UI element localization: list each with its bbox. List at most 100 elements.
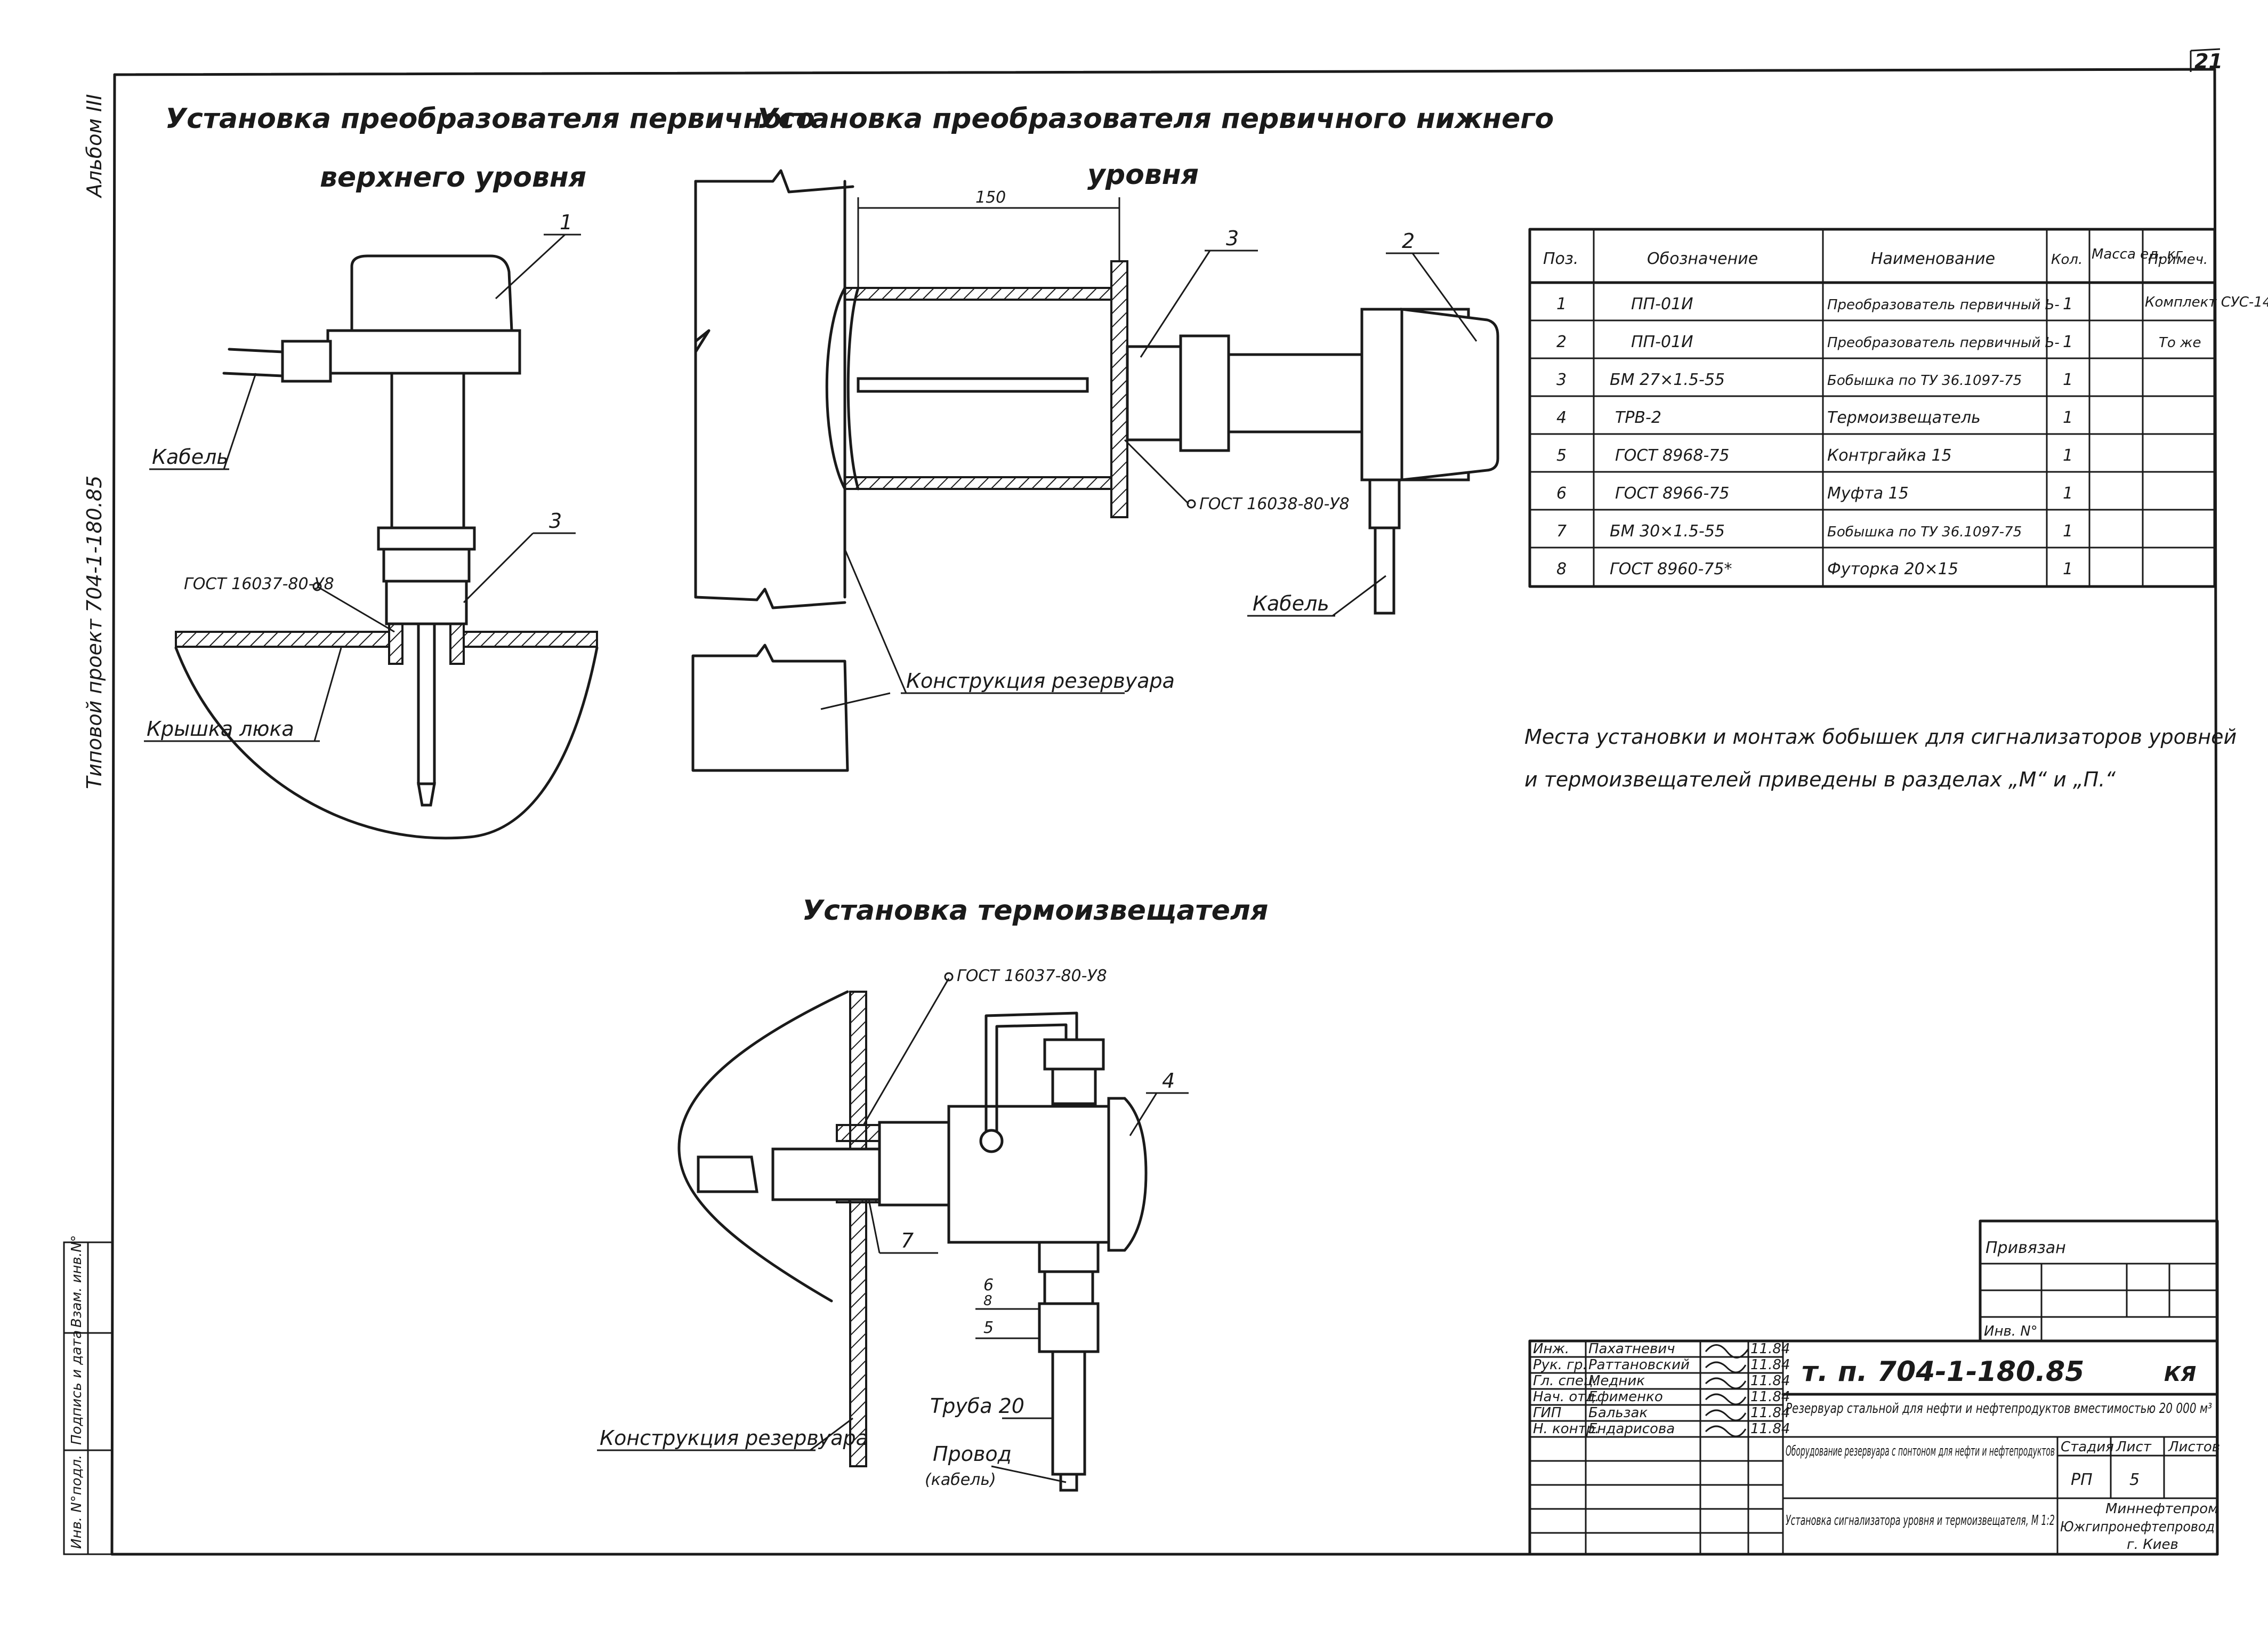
tb-sheet-label: Лист	[2116, 1439, 2152, 1455]
lower-tank-label: Конструкция резервуара	[906, 669, 1175, 693]
spec-row-4-pos: 4	[1556, 408, 1567, 427]
spec-row-3-pos: 3	[1556, 371, 1567, 389]
spec-row-7-designation: БМ 30×1.5-55	[1610, 522, 1725, 541]
spec-header-pos: Поз.	[1543, 250, 1578, 268]
spec-row-3-name: Бобышка по ТУ 36.1097-75	[1827, 373, 2022, 389]
spec-row-7-pos: 7	[1556, 522, 1567, 541]
spec-row-1-note: Комплект СУС-14И	[2145, 294, 2268, 310]
tb-city: г. Киев	[2127, 1537, 2178, 1553]
thermo-callout-4: 4	[1162, 1069, 1175, 1092]
tb-date-4: 11.84	[1750, 1389, 1790, 1405]
thermo-gost-label: ГОСТ 16037-80-У8	[957, 967, 1107, 985]
spec-header-designation: Обозначение	[1647, 250, 1758, 268]
upper-view-title-line1: Установка преобразователя первичного	[165, 103, 815, 135]
thermo-callout-8: 8	[983, 1293, 992, 1309]
spec-row-5-designation: ГОСТ 8968-75	[1615, 446, 1729, 465]
tb-sheets-label: Листов	[2168, 1439, 2220, 1455]
spec-row-5-pos: 5	[1556, 446, 1567, 465]
thermo-view-title: Установка термоизвещателя	[802, 895, 1268, 927]
note-line-1: Места установки и монтаж бобышек для сиг…	[1524, 725, 2237, 749]
spec-row-8-pos: 8	[1556, 560, 1567, 579]
upper-cable-label: Кабель	[152, 445, 229, 469]
tb-name-3: Медник	[1588, 1373, 1645, 1389]
stamp-replaced-inv: Взам. инв.N°	[69, 1235, 85, 1328]
album-label: Альбом III	[83, 94, 106, 199]
tb-date-3: 11.84	[1750, 1373, 1790, 1389]
tb-role-2: Рук. гр.	[1533, 1357, 1587, 1373]
spec-row-5-qty: 1	[2063, 446, 2073, 465]
tb-date-5: 11.84	[1750, 1405, 1790, 1421]
upper-gost-label: ГОСТ 16037-80-У8	[184, 575, 334, 593]
thermo-callout-7: 7	[901, 1229, 914, 1252]
title-block-privyazan: Привязан	[1985, 1239, 2066, 1257]
lower-cable-label: Кабель	[1253, 592, 1329, 615]
spec-row-2-note: То же	[2159, 335, 2201, 351]
tb-ministry: Миннефтепром	[2105, 1501, 2218, 1517]
lower-view-title-line1: Установка преобразователя первичного ниж…	[757, 103, 1554, 135]
tb-code: КЯ	[2164, 1362, 2196, 1386]
spec-row-6-pos: 6	[1556, 484, 1567, 503]
title-block: Привязан Инв. N° Инж. Рук. гр. Гл. спец.…	[1528, 1219, 2220, 1556]
upper-callout-1: 1	[560, 211, 572, 234]
spec-row-2-pos: 2	[1556, 333, 1567, 351]
view-thermal-detector: Установка термоизвещателя ГОСТ 16037-80-…	[597, 895, 1268, 1492]
lower-dimension-150: 150	[975, 188, 1006, 207]
tb-object: Резервуар стальной для нефти и нефтепрод…	[1786, 1401, 2212, 1417]
specification-table: Поз. Обозначение Наименование Кол. Масса…	[1528, 228, 2268, 588]
tb-date-1: 11.84	[1750, 1341, 1790, 1357]
title-block-inv-no: Инв. N°	[1984, 1323, 2038, 1339]
spec-row-4-designation: ТРВ-2	[1615, 408, 1661, 427]
spec-row-3-designation: БМ 27×1.5-55	[1610, 371, 1725, 389]
tb-name-1: Пахатневич	[1588, 1341, 1675, 1357]
tb-name-6: Ендарисова	[1588, 1421, 1675, 1437]
spec-row-3-qty: 1	[2063, 371, 2073, 389]
tb-sheet-title: Установка сигнализатора уровня и термоиз…	[1786, 1513, 2055, 1529]
upper-transducer-housing	[350, 254, 513, 332]
upper-view-title-line2: верхнего уровня	[320, 162, 586, 194]
spec-row-7-name: Бобышка по ТУ 36.1097-75	[1827, 524, 2022, 540]
thermo-wire-label: Провод	[933, 1442, 1012, 1466]
left-stamp: Инв. N°подл. Подпись и дата Взам. инв.N°	[63, 1235, 113, 1555]
spec-row-6-name: Муфта 15	[1827, 484, 1909, 503]
tb-name-5: Бальзак	[1588, 1405, 1648, 1421]
tb-stage: РП	[2071, 1471, 2093, 1489]
lower-view-title-line2: уровня	[1087, 159, 1199, 191]
tb-org: Южгипронефтепровод	[2060, 1519, 2215, 1535]
stamp-signature-date: Подпись и дата	[69, 1330, 85, 1445]
spec-row-1-name: Преобразователь первичный Ь-	[1827, 297, 2060, 313]
tb-sheet: 5	[2129, 1471, 2140, 1489]
thermo-callout-6: 6	[983, 1276, 994, 1295]
spec-row-2-name: Преобразователь первичный Ь-	[1827, 335, 2060, 351]
lower-callout-3: 3	[1226, 227, 1239, 250]
spec-row-2-designation: ПП-01И	[1631, 333, 1693, 351]
tb-role-6: Н. контр.	[1533, 1421, 1600, 1437]
tb-date-6: 11.84	[1750, 1421, 1790, 1437]
tb-section: Оборудование резервуара с понтоном для н…	[1786, 1443, 2055, 1459]
spec-row-6-qty: 1	[2063, 484, 2073, 503]
spec-row-2-qty: 1	[2063, 333, 2073, 351]
tb-name-2: Раттановский	[1588, 1357, 1690, 1373]
thermo-tank-label: Конструкция резервуара	[600, 1426, 868, 1450]
tb-role-1: Инж.	[1533, 1341, 1569, 1357]
thermo-pipe-label: Труба 20	[930, 1394, 1024, 1418]
tb-stage-label: Стадия	[2061, 1439, 2114, 1455]
spec-header-note: Примеч.	[2148, 252, 2208, 268]
spec-row-1-designation: ПП-01И	[1631, 295, 1693, 314]
tb-designation: т. п. 704-1-180.85	[1802, 1356, 2084, 1388]
upper-cover-label: Крышка люка	[147, 717, 294, 741]
tb-role-3: Гл. спец.	[1533, 1373, 1597, 1389]
upper-callout-3: 3	[549, 509, 562, 533]
tb-role-5: ГИП	[1533, 1405, 1562, 1421]
spec-row-5-name: Контргайка 15	[1827, 446, 1952, 465]
note-line-2: и термоизвещателей приведены в разделах …	[1524, 768, 2116, 791]
tb-role-4: Нач. отд.	[1533, 1389, 1600, 1405]
spec-row-1-qty: 1	[2063, 295, 2073, 314]
spec-row-8-name: Футорка 20×15	[1827, 560, 1958, 579]
lower-gost-label: ГОСТ 16038-80-У8	[1199, 495, 1350, 513]
spec-header-qty: Кол.	[2051, 252, 2083, 268]
view-lower-level: Установка преобразователя первичного ниж…	[691, 103, 1554, 772]
spec-row-7-qty: 1	[2063, 522, 2073, 541]
spec-header-mass: Масса ед. кг	[2092, 246, 2183, 262]
spec-row-8-qty: 1	[2063, 560, 2073, 579]
thermo-wire-note: (кабель)	[925, 1471, 996, 1489]
